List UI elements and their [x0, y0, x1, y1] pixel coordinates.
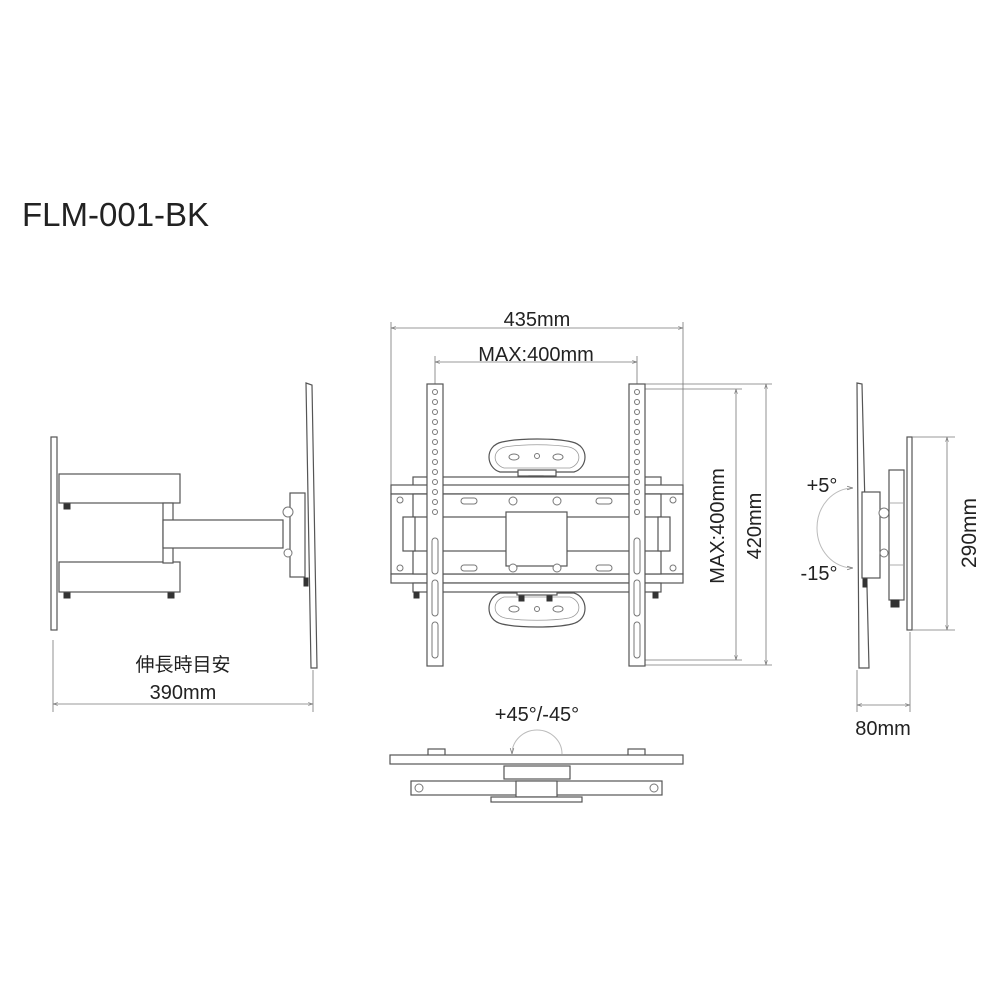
swivel-label: +45°/-45°: [495, 704, 579, 726]
tilt-down-label: -15°: [801, 563, 838, 585]
width-label: 435mm: [504, 309, 571, 331]
side-view-extended: 伸長時目安 390mm: [50, 382, 318, 712]
extension-caption: 伸長時目安: [135, 654, 230, 676]
front-view: 435mm MAX:400mm MAX:400mm 420mm: [390, 309, 772, 667]
tv-panel: [305, 382, 318, 669]
center-plate: [505, 511, 568, 567]
top-view-swivel: +45°/-45°: [389, 704, 684, 803]
vesa-width-label: MAX:400mm: [478, 344, 594, 366]
tv-rail: [389, 754, 684, 765]
right-vesa-rail: [628, 383, 646, 667]
middle-arm: [162, 519, 284, 549]
side-view-tilt: +5° -15° 290mm 80mm: [801, 382, 981, 740]
plate-height-label: 290mm: [958, 498, 981, 568]
height-label: 420mm: [744, 493, 766, 560]
tv-bracket: [289, 492, 306, 578]
vesa-height-label: MAX:400mm: [707, 468, 729, 584]
wall-plate: [906, 436, 913, 631]
tv-bracket: [861, 491, 881, 579]
wall-plate: [490, 796, 583, 803]
tilt-up-label: +5°: [807, 475, 838, 497]
depth-label: 80mm: [855, 718, 911, 740]
swivel-arc: [512, 729, 563, 754]
left-vesa-rail: [426, 383, 444, 667]
tilt-arc: [816, 488, 853, 568]
wall-plate: [50, 436, 58, 631]
model-title: FLM-001-BK: [22, 196, 209, 233]
lower-arm: [58, 561, 181, 593]
arm-stack: [888, 469, 905, 601]
upper-arm: [58, 473, 181, 504]
extension-label: 390mm: [150, 682, 217, 704]
